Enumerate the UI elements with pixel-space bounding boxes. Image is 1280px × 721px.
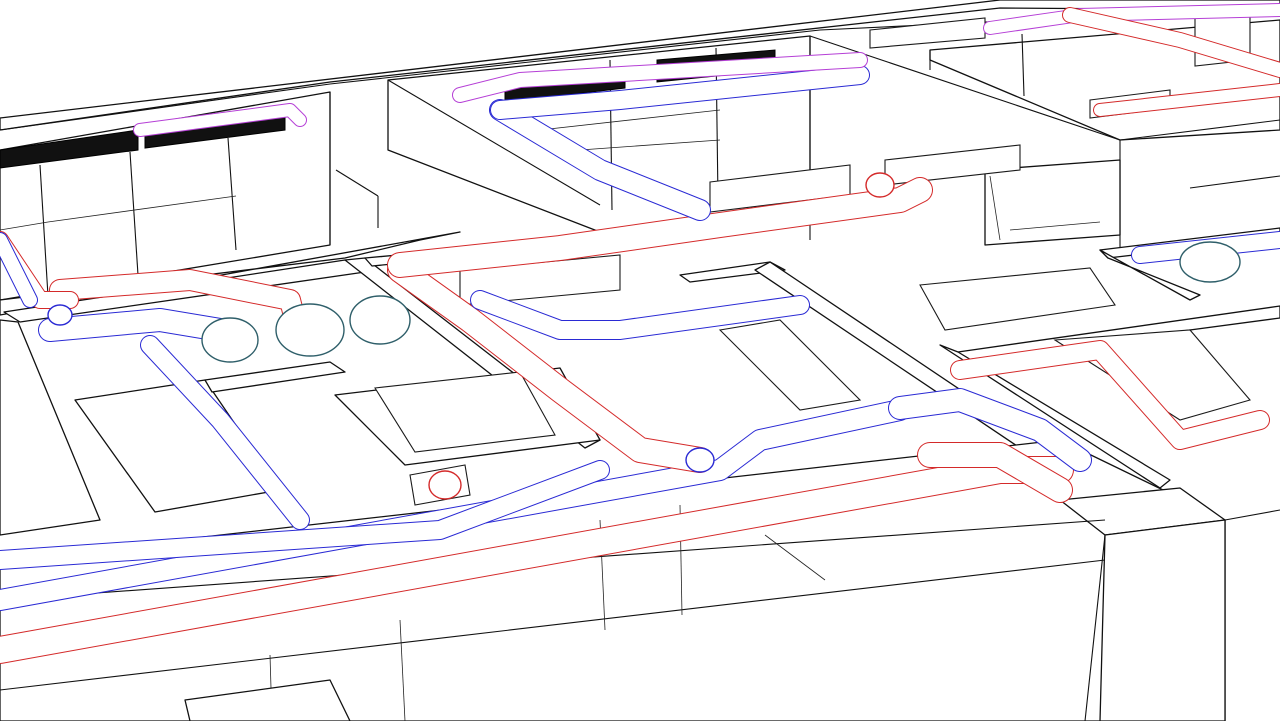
damper-4 (865, 172, 895, 198)
fan-coil-1 (919, 267, 1116, 331)
foreground-enclosure (0, 439, 1280, 721)
silencer-3 (349, 295, 411, 345)
silencer-4 (1179, 241, 1241, 283)
supply-far-right (1094, 84, 1280, 116)
supply-loop-right (918, 443, 1072, 502)
supply-horizontal-mid (388, 178, 932, 277)
return-loop-front (889, 389, 1091, 471)
return-lower-left (0, 461, 609, 569)
return-upper-run (491, 66, 869, 119)
duct-network (0, 3, 1280, 664)
return-left-vertical (141, 336, 309, 529)
far-grille-1 (869, 17, 986, 49)
exhaust-left (134, 104, 306, 136)
exhaust-top-left (453, 53, 867, 102)
silencer-1 (201, 317, 259, 363)
return-upper-branch (490, 100, 710, 220)
return-left-room (39, 309, 231, 341)
supply-right-run (951, 341, 1269, 449)
supply-diagonal-mid (388, 258, 712, 472)
air-handler (374, 371, 556, 453)
return-left-edge (0, 233, 37, 307)
riser-box (718, 319, 862, 411)
diffuser-1 (0, 129, 139, 169)
supply-top-right (1063, 8, 1280, 77)
return-mid-stub (471, 291, 809, 339)
damper-3 (685, 447, 715, 473)
damper-1 (47, 304, 73, 326)
equipment-units (374, 5, 1251, 506)
damper-2 (428, 470, 462, 500)
silencer-2 (275, 303, 345, 357)
